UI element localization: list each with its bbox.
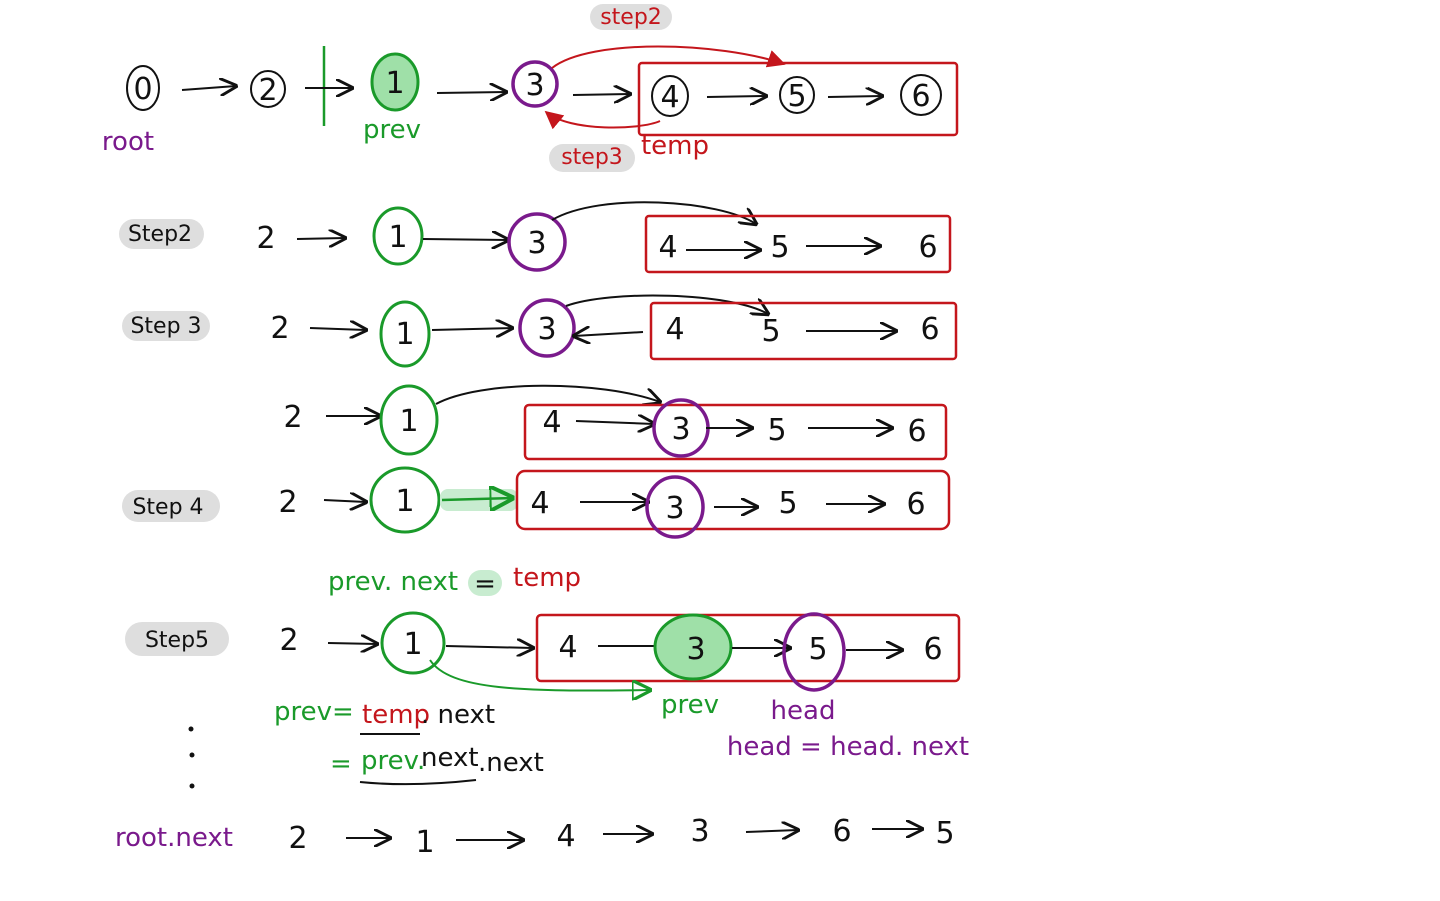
row-step2: Step2 2 1 3 4 5 6: [119, 201, 952, 274]
eq2-temp: temp: [362, 700, 430, 730]
eq2-prev: prev.: [361, 746, 425, 776]
row3-node-2: 2: [283, 400, 302, 435]
row-step5: Step5 2 1 4 3 5 6 prev head head = head.…: [125, 611, 969, 762]
row4-node-3: 3: [665, 491, 684, 526]
final-value-6: 5: [935, 816, 954, 851]
row1-node-6: 6: [918, 230, 937, 265]
row2-node-1: 1: [395, 317, 414, 352]
eq2-line2-equals: =: [330, 749, 352, 779]
row2-node-2: 2: [270, 311, 289, 346]
row3-node-4: 4: [542, 405, 561, 440]
equation-prev-temp-next: prev= temp . next = prev. next .next: [274, 697, 544, 786]
eq2-next: . next: [421, 700, 495, 730]
prev-label: prev: [363, 115, 421, 145]
final-value-1: 2: [288, 821, 307, 856]
row5-node-5: 5: [808, 632, 827, 667]
row5-prev-label: prev: [661, 690, 719, 720]
continuation-dots: [188, 726, 195, 789]
final-value-3: 4: [556, 819, 575, 854]
step4-label: Step 4: [132, 495, 203, 520]
node-3: 3: [525, 68, 544, 103]
root-label: root: [102, 127, 154, 157]
row1-node-2: 2: [256, 221, 275, 256]
row2-node-3: 3: [537, 312, 556, 347]
row5-node-2: 2: [279, 623, 298, 658]
eq2-next3: .next: [478, 748, 544, 778]
row-step3: Step 3 2 1 3 4 5 6: [122, 294, 958, 368]
node-6: 6: [911, 79, 930, 114]
node-1: 1: [385, 66, 404, 101]
step5-label: Step5: [145, 628, 209, 653]
row4-node-4: 4: [530, 486, 549, 521]
node-2: 2: [258, 73, 277, 108]
node-0: 0: [133, 72, 152, 107]
step2-label: Step2: [128, 222, 192, 247]
temp-label: temp: [641, 131, 709, 161]
row5-node-4: 4: [558, 630, 577, 665]
final-row: root.next 2 1 4 3 6 5: [115, 814, 955, 860]
row4-node-1: 1: [395, 484, 414, 519]
row2-node-6: 6: [920, 312, 939, 347]
row3-node-1: 1: [399, 404, 418, 439]
row-step4: Step 4 2 1 4 3 5 6: [122, 466, 951, 539]
eq1-lhs: prev. next: [328, 567, 458, 597]
final-value-4: 3: [690, 814, 709, 849]
row5-node-1: 1: [403, 627, 422, 662]
node-4: 4: [660, 80, 679, 115]
head-equation: head = head. next: [727, 732, 969, 762]
equation-prev-next-temp: prev. next = temp: [328, 563, 581, 599]
final-value-2: 1: [415, 825, 434, 860]
row3-node-3: 3: [671, 412, 690, 447]
row4-node-2: 2: [278, 485, 297, 520]
row1-node-1: 1: [388, 220, 407, 255]
row4-node-6: 6: [906, 487, 925, 522]
step3-label-top: step3: [561, 145, 623, 170]
final-value-5: 6: [832, 814, 851, 849]
row5-node-6: 6: [923, 632, 942, 667]
row4-node-5: 5: [778, 486, 797, 521]
step2-label-top: step2: [600, 5, 662, 30]
row5-head-label: head: [771, 696, 836, 726]
row1-node-5: 5: [770, 230, 789, 265]
final-label: root.next: [115, 823, 233, 853]
row3-node-5: 5: [767, 413, 786, 448]
eq2-next2: next: [421, 743, 479, 773]
row-0: 0 2 1 3 4 5 6 step2 step3 temp prev root: [102, 4, 959, 172]
row1-node-3: 3: [527, 226, 546, 261]
row3-node-6: 6: [907, 414, 926, 449]
eq1-rhs: temp: [513, 563, 581, 593]
eq1-equals: =: [474, 569, 496, 599]
row2-node-4: 4: [665, 312, 684, 347]
row2-node-5: 5: [761, 314, 780, 349]
row1-node-4: 4: [658, 230, 677, 265]
node-5: 5: [787, 79, 806, 114]
step3-label: Step 3: [130, 314, 201, 339]
row5-node-3: 3: [686, 632, 705, 667]
eq2-lhs: prev=: [274, 697, 354, 727]
row-intermediate: 2 1 4 3 5 6: [283, 384, 948, 461]
